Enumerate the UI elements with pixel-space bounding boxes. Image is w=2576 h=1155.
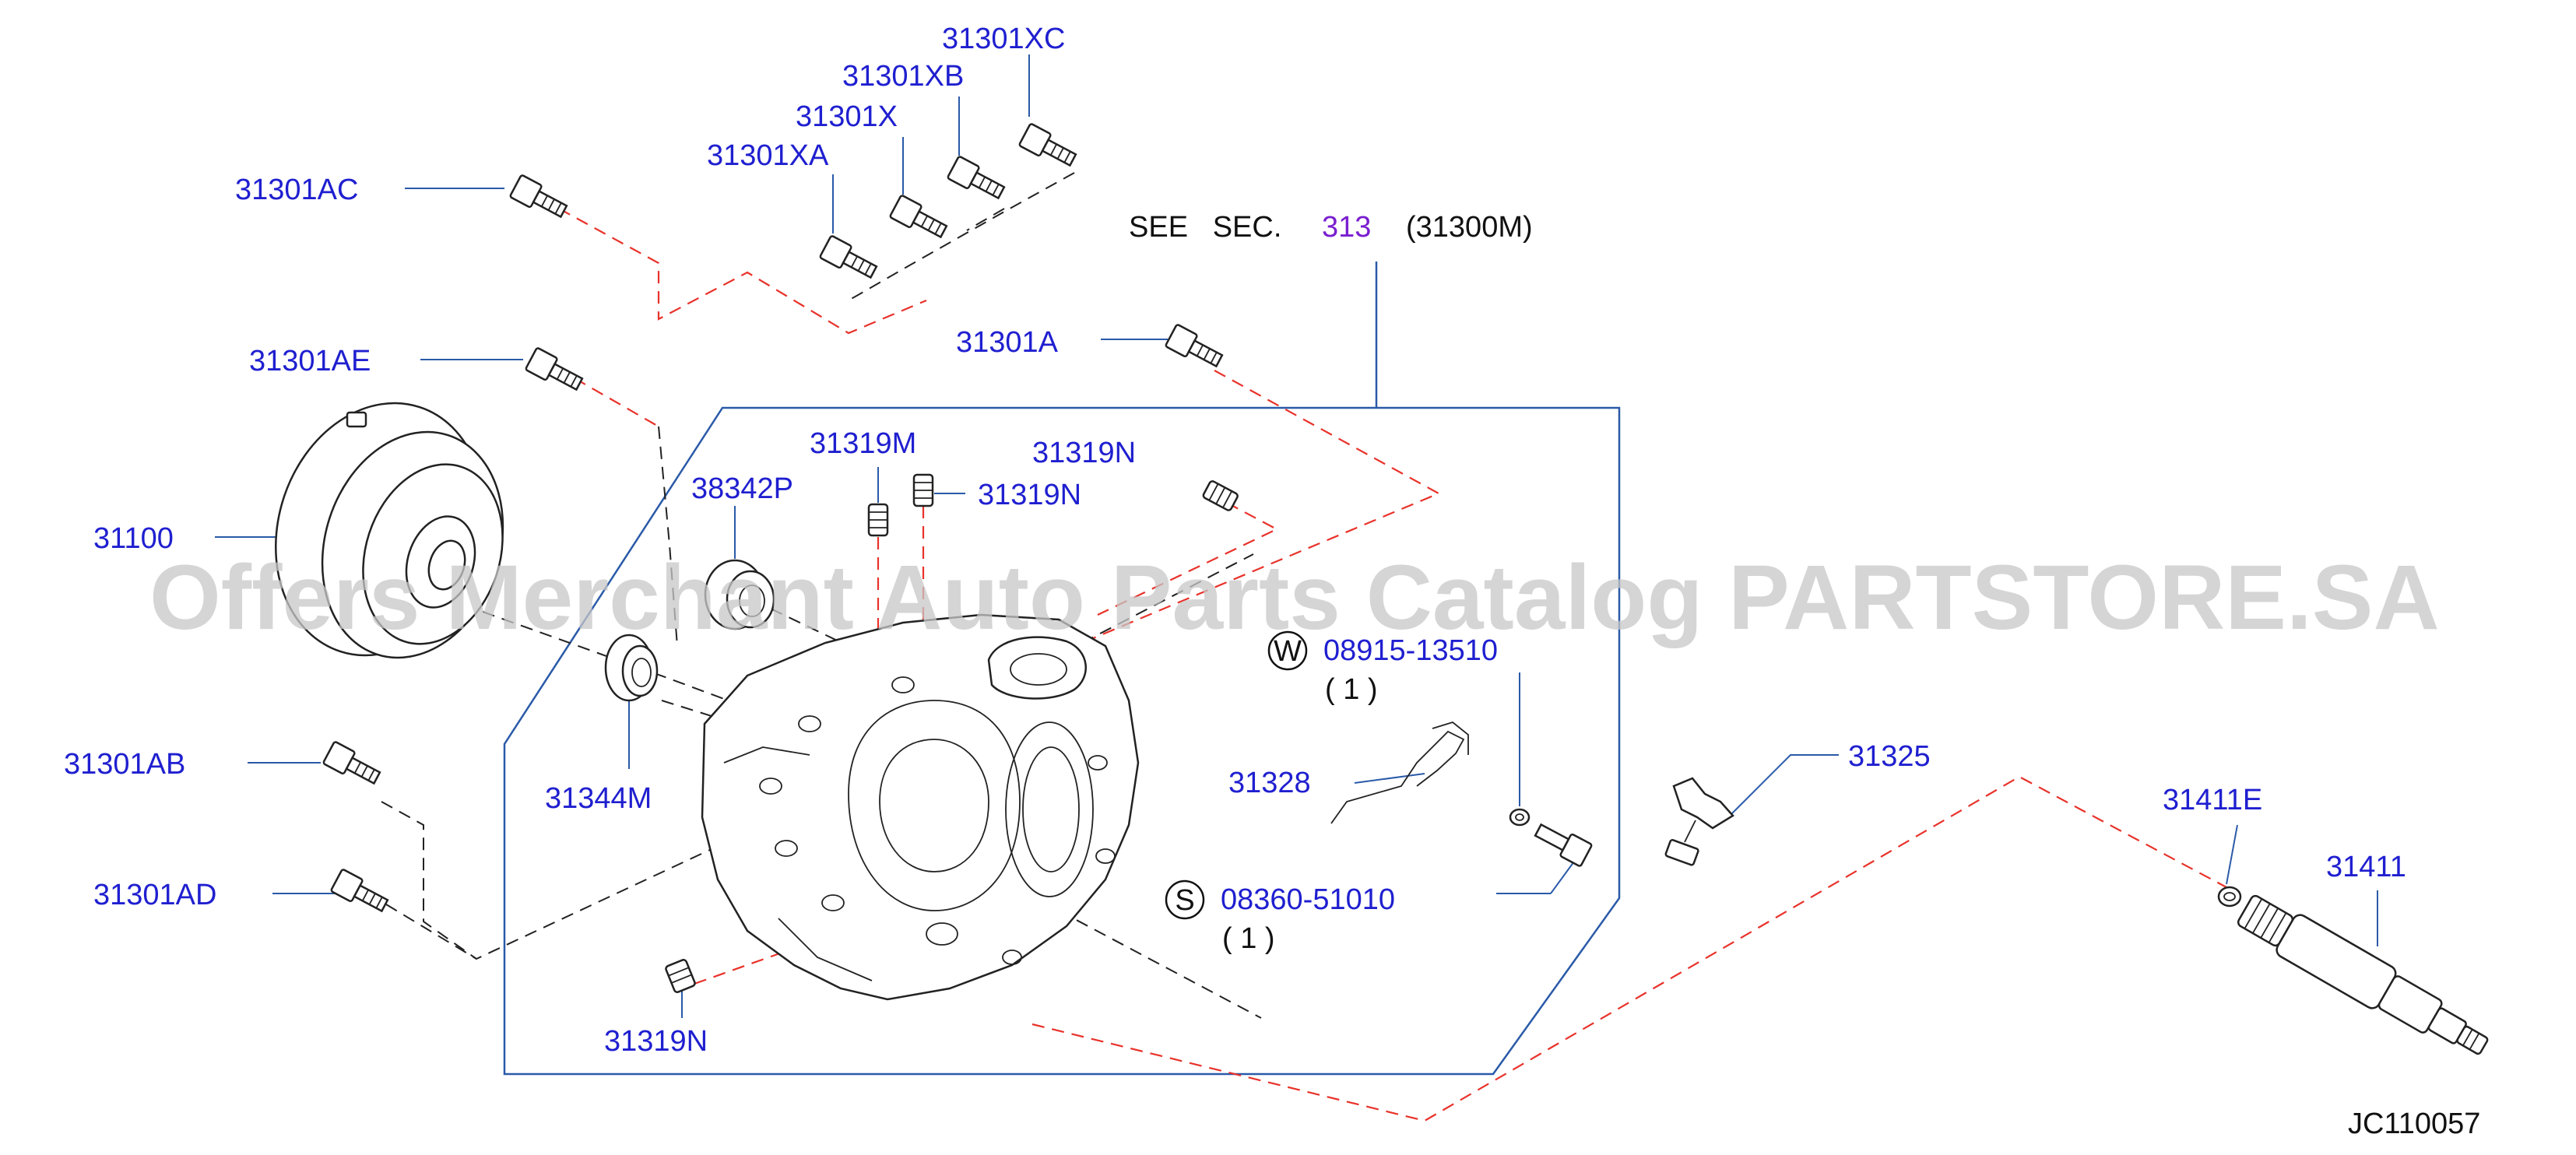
label-31301xc[interactable]: 31301XC — [942, 23, 1065, 55]
label-31301a[interactable]: 31301A — [956, 326, 1059, 359]
label-31344m[interactable]: 31344M — [545, 782, 652, 815]
label-31301ae[interactable]: 31301AE — [249, 345, 371, 377]
label-31301ad[interactable]: 31301AD — [93, 879, 216, 911]
torque-converter-dashed-line — [482, 611, 779, 720]
shaft-31411[interactable] — [2233, 889, 2496, 1067]
plug-31319n-bottom[interactable] — [665, 959, 696, 993]
watermark-text: Offers Merchant Auto Parts Catalog PARTS… — [149, 546, 2440, 649]
washer-08915-13510[interactable] — [1509, 808, 1530, 827]
torque-converter-31100[interactable] — [244, 376, 531, 683]
see-section-reference[interactable]: SEE SEC. 313 (31300M) — [1129, 211, 1533, 244]
leader-lines — [215, 54, 2378, 1018]
label-31100[interactable]: 31100 — [93, 522, 174, 555]
vertical-dashed-line — [658, 426, 678, 647]
sensor-31325[interactable] — [1664, 777, 1734, 866]
label-08915-qty: ( 1 ) — [1325, 673, 1378, 706]
label-31319n-upper[interactable]: 31319N — [1032, 437, 1136, 469]
plug-31319n-upper[interactable] — [912, 473, 934, 507]
bolt-31301ae[interactable] — [525, 347, 585, 395]
plug-bottom-dashed-line — [694, 918, 842, 985]
w-symbol-badge: W — [1267, 630, 1308, 671]
bolt-08360-51010[interactable] — [1532, 819, 1593, 867]
label-31301ab[interactable]: 31301AB — [64, 748, 185, 781]
w-symbol-text: W — [1274, 635, 1302, 668]
lower-bolts-dashed-line — [381, 770, 880, 960]
oil-seal-31344m[interactable] — [604, 634, 659, 702]
bolt-31301x[interactable] — [889, 195, 950, 242]
label-31301xb[interactable]: 31301XB — [842, 60, 964, 93]
plug-31319n-dashed-line — [1097, 502, 1279, 616]
bolt-31301ad[interactable] — [330, 869, 391, 916]
bolt-31301a[interactable] — [1165, 324, 1225, 371]
label-31319m[interactable]: 31319M — [810, 427, 916, 460]
label-31411[interactable]: 31411 — [2326, 851, 2406, 883]
plug-31319m[interactable] — [867, 503, 889, 537]
bearing-38342p[interactable] — [704, 559, 775, 630]
label-31328[interactable]: 31328 — [1228, 767, 1311, 799]
label-38342p[interactable]: 38342P — [691, 472, 793, 505]
bolt-ae-dashed-line — [574, 377, 659, 427]
case-right-dashed-line — [1058, 910, 1262, 1019]
label-31301xa[interactable]: 31301XA — [707, 139, 829, 172]
label-31319n-bottom[interactable]: 31319N — [604, 1025, 708, 1058]
lower-bolt-ad-dashed-line — [385, 904, 477, 960]
label-08915-13510[interactable]: 08915-13510 — [1323, 634, 1498, 667]
bolt-xb-dashed-line — [966, 208, 1005, 231]
label-31411e[interactable]: 31411E — [2163, 784, 2262, 816]
housing-boundary-frame — [503, 406, 1621, 1076]
plug-31319n-right[interactable] — [1202, 480, 1239, 511]
o-ring-31411e[interactable] — [2217, 886, 2242, 908]
transaxle-case-housing[interactable] — [701, 613, 1140, 1001]
see-sec-ref: (31300M) — [1406, 211, 1533, 244]
label-31301x[interactable]: 31301X — [796, 100, 898, 133]
bolt-a-dashed-line — [1081, 370, 1441, 644]
label-31301ac[interactable]: 31301AC — [235, 174, 358, 206]
case-upper-dashed-line — [1081, 553, 1254, 644]
bolt-31301xa[interactable] — [819, 235, 880, 283]
diagram-id: JC110057 — [2348, 1108, 2480, 1140]
bolt-31301ac[interactable] — [509, 174, 570, 222]
label-08360-51010[interactable]: 08360-51010 — [1221, 883, 1395, 916]
see-sec-prefix: SEE SEC. — [1129, 211, 1281, 244]
label-31319n-middle[interactable]: 31319N — [978, 479, 1081, 511]
label-31325[interactable]: 31325 — [1848, 740, 1931, 773]
s-symbol-text: S — [1175, 884, 1194, 917]
label-08360-qty: ( 1 ) — [1222, 922, 1275, 955]
shaft-dashed-line — [1031, 775, 2227, 1122]
bolt-31301ab[interactable] — [322, 741, 383, 788]
bolt-31301xb[interactable] — [947, 156, 1007, 203]
bolt-31301xc[interactable] — [1018, 123, 1079, 170]
s-symbol-badge: S — [1165, 879, 1205, 920]
see-sec-number[interactable]: 313 — [1322, 211, 1371, 244]
bracket-31328[interactable] — [1330, 721, 1469, 824]
bolt-xc-dashed-line — [848, 172, 1075, 301]
